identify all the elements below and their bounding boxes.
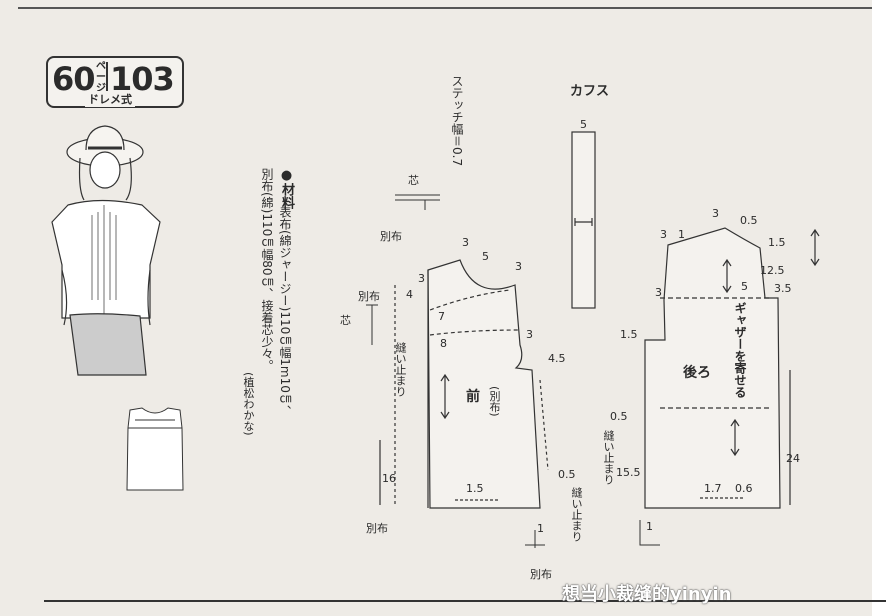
dim-front-5: 5 bbox=[482, 250, 489, 263]
model-illustration-icon bbox=[51, 125, 161, 376]
dim-back-12-5: 12.5 bbox=[760, 264, 785, 277]
back-label: 後ろ bbox=[683, 365, 711, 381]
badge-separator bbox=[106, 62, 108, 96]
betsununo-label-4: 別布 bbox=[530, 568, 552, 581]
dim-front-0-5: 0.5 bbox=[558, 468, 576, 481]
betsununo-label-2: 別布 bbox=[358, 290, 380, 303]
page-badge: 60 ページ 103 ドレメ式 bbox=[46, 56, 184, 108]
dim-back-0-5a: 0.5 bbox=[740, 214, 758, 227]
watermark: 想当小裁缝的yinyin bbox=[562, 584, 732, 605]
dim-front-1: 1 bbox=[537, 522, 544, 535]
dim-back-3-5: 3.5 bbox=[774, 282, 792, 295]
front-fabric-note: (別布) bbox=[488, 386, 501, 417]
nuidomari-front: 縫い止まり bbox=[394, 342, 407, 397]
cuff-pattern-piece bbox=[571, 131, 596, 309]
materials-line1: 表布(綿ジャージー)110㎝幅1m10㎝、 bbox=[278, 206, 292, 417]
badge-style-name: ドレメ式 bbox=[85, 91, 135, 107]
betsununo-label-1: 別布 bbox=[380, 230, 402, 243]
dim-back-5: 5 bbox=[741, 280, 748, 293]
dim-front-4: 4 bbox=[406, 288, 413, 301]
front-label: 前 bbox=[466, 389, 480, 405]
dim-back-0-6: 0.6 bbox=[735, 482, 753, 495]
right-margin bbox=[872, 0, 886, 616]
dim-back-1b: 1 bbox=[646, 520, 653, 533]
dim-front-3c: 3 bbox=[418, 272, 425, 285]
shin-label-top: 芯 bbox=[408, 174, 419, 187]
dim-front-1-5: 1.5 bbox=[466, 482, 484, 495]
designer-credit: (植松わかな) bbox=[242, 372, 255, 436]
front-pattern-piece bbox=[379, 259, 549, 509]
nuidomari-back: 縫い止まり bbox=[602, 430, 615, 485]
dim-front-3a: 3 bbox=[462, 236, 469, 249]
dim-front-3b: 3 bbox=[515, 260, 522, 273]
materials-line2: 別布(綿)110㎝幅80㎝、接着芯少々。 bbox=[260, 168, 274, 372]
materials-heading: ●材料 bbox=[279, 168, 294, 209]
cuff-width: 5 bbox=[580, 118, 587, 131]
stitch-width: ステッチ幅＝0.7 bbox=[450, 75, 464, 167]
dim-back-3c: 3 bbox=[655, 286, 662, 299]
bottom-rule bbox=[44, 600, 886, 602]
dim-back-24: 24 bbox=[786, 452, 800, 465]
shin-label-side: 芯 bbox=[340, 314, 351, 327]
gather-note: ギャザーを寄せる bbox=[733, 302, 747, 398]
cuffs-title: カフス bbox=[570, 84, 610, 99]
nuidomari-front-hem: 縫い止まり bbox=[570, 487, 583, 542]
dim-back-1: 1 bbox=[678, 228, 685, 241]
dim-back-1-5b: 1.5 bbox=[620, 328, 638, 341]
dim-front-8: 8 bbox=[440, 337, 447, 350]
dim-front-7: 7 bbox=[438, 310, 445, 323]
dim-front-16: 16 bbox=[382, 472, 396, 485]
dim-back-1-5a: 1.5 bbox=[768, 236, 786, 249]
detail-marks bbox=[366, 194, 660, 548]
dim-back-0-5b: 0.5 bbox=[610, 410, 628, 423]
dim-front-4-5: 4.5 bbox=[548, 352, 566, 365]
dim-back-15-5: 15.5 bbox=[616, 466, 641, 479]
back-pattern-piece bbox=[644, 227, 820, 509]
dim-back-1-7: 1.7 bbox=[704, 482, 722, 495]
dim-front-3d: 3 bbox=[526, 328, 533, 341]
dim-back-3a: 3 bbox=[712, 207, 719, 220]
flat-sketch-icon bbox=[126, 407, 184, 491]
top-rule bbox=[18, 7, 878, 9]
betsununo-label-3: 別布 bbox=[366, 522, 388, 535]
dim-back-3b: 3 bbox=[660, 228, 667, 241]
badge-page-unit: ページ bbox=[96, 61, 106, 94]
